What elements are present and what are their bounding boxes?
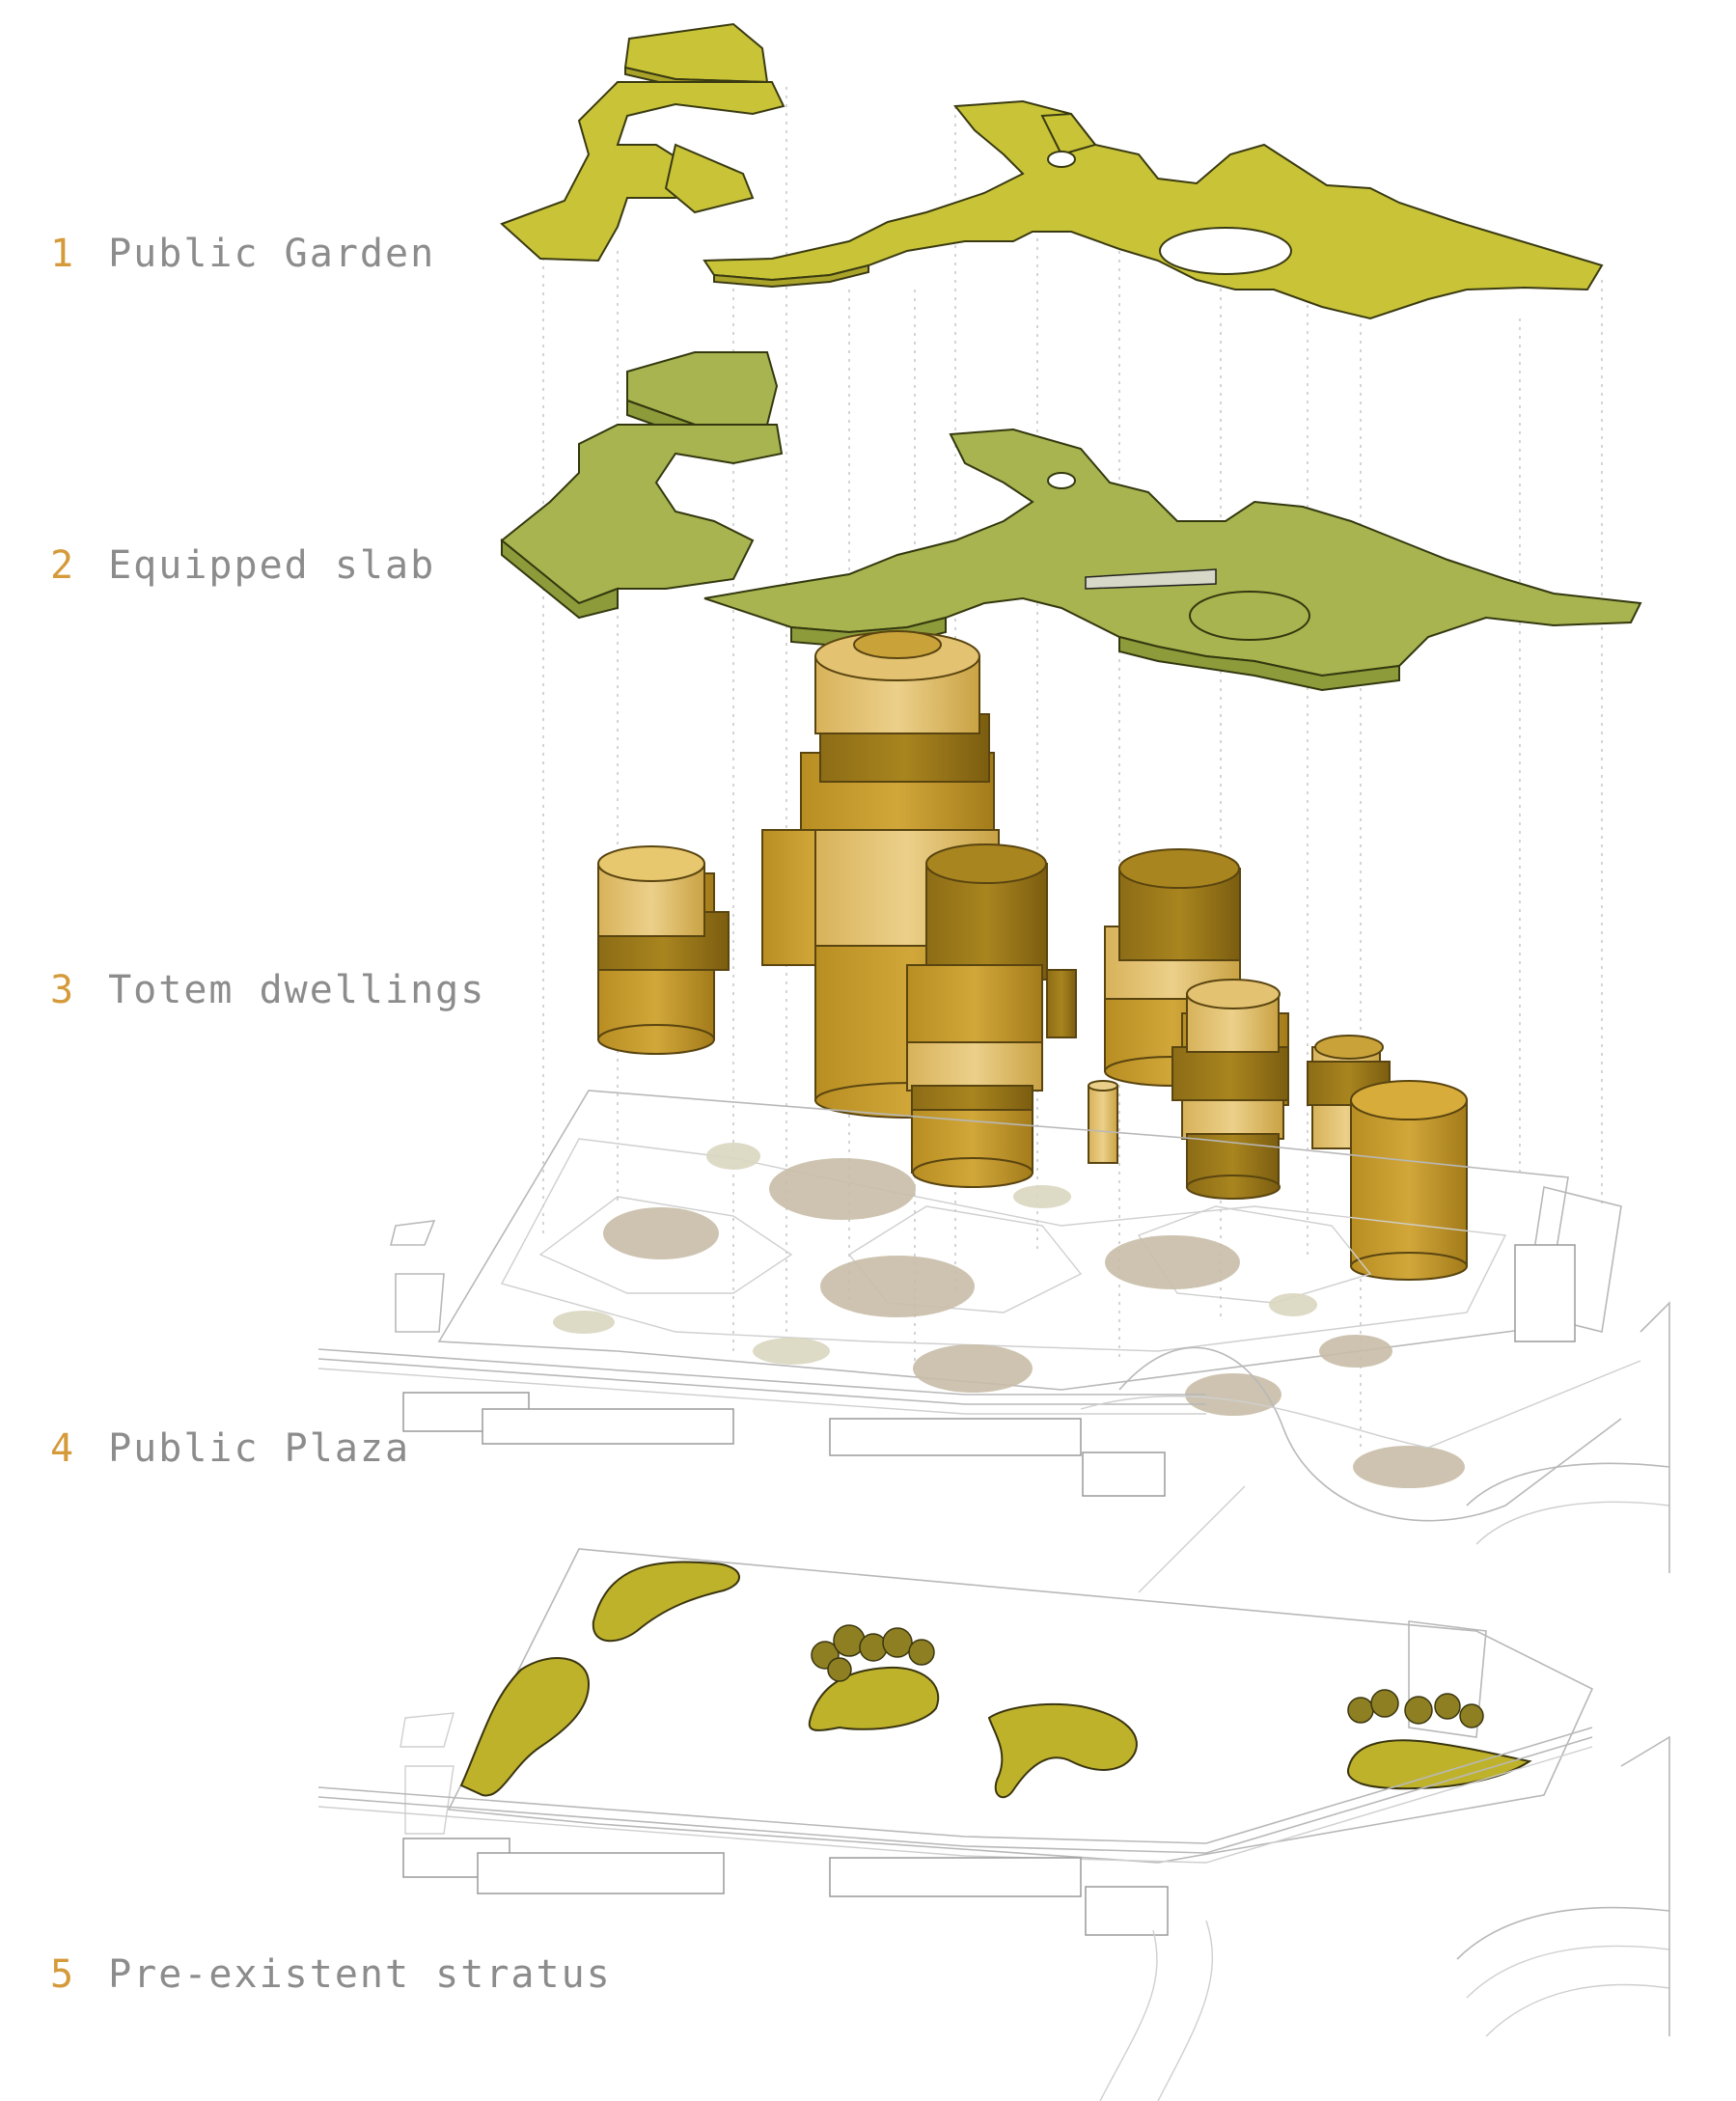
- public-garden-layer: [502, 24, 1602, 318]
- totem-dwellings-layer: [598, 631, 1467, 1280]
- equipped-slab-layer: [502, 352, 1640, 690]
- tree-cluster: [1348, 1690, 1483, 1728]
- pre-existent-stratus-layer: [318, 1549, 1669, 2101]
